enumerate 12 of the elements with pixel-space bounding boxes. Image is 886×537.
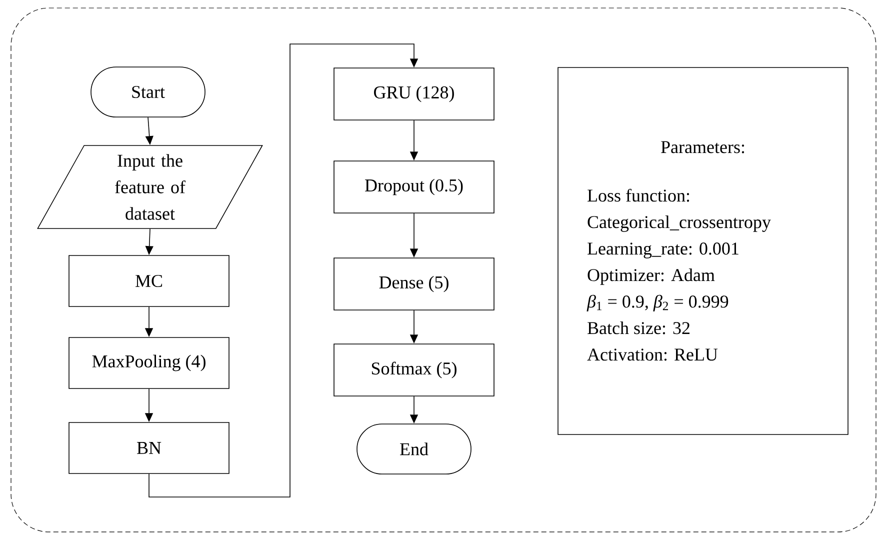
process-box: BN (68, 422, 230, 474)
process-box: Dense (5) (334, 258, 494, 310)
arrow (148, 44, 418, 498)
end-terminal: End (356, 424, 472, 474)
parameters-box: Parameters: Loss function: Categorical_crossentropy Learning_rate: 0.001 Optimizer: Adam β$_{1}$ = 0.9, β$_{2}$ = 0.999 Batch size: 32 Activation: ReLU (558, 67, 848, 435)
process-box: Dropout (0.5) (334, 160, 494, 214)
process-box: Softmax (5) (334, 344, 494, 396)
process-box: MaxPooling (4) (68, 337, 230, 389)
start-terminal: Start (90, 66, 206, 118)
input-parallelogram: Input the feature of dataset (37, 145, 263, 229)
process-box: GRU (128) (334, 68, 494, 120)
process-box: MC (68, 255, 230, 307)
